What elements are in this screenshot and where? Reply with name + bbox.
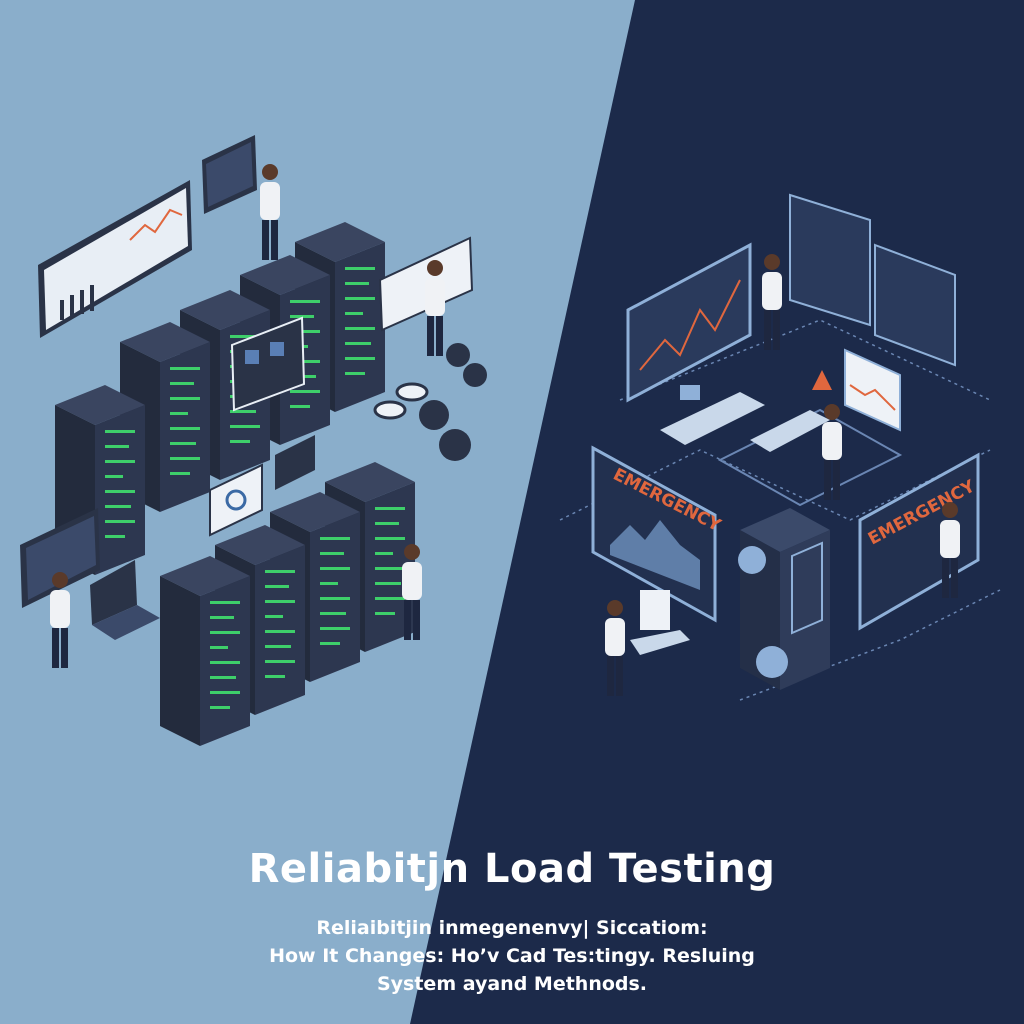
right-server-tower [738, 508, 830, 690]
warning-icon [812, 370, 832, 390]
left-small-monitor [202, 135, 257, 214]
gears-icon [373, 343, 487, 461]
small-monitor [630, 590, 690, 655]
central-platform [717, 408, 903, 507]
subtitle-line: System ayand Methnods. [376, 973, 648, 995]
left-overlay-screen [230, 316, 306, 412]
left-dashboard-monitor [38, 180, 192, 338]
server-rack-icon [160, 556, 250, 746]
laptop-icon [90, 560, 160, 640]
subtitle-line: Reliaibitjin inmegenenvy| Siccatiom: [316, 917, 708, 939]
keyboard-icon [660, 392, 765, 445]
right-chart-monitor [626, 242, 752, 403]
floating-widgets [209, 435, 315, 537]
left-bottom-monitor [20, 508, 100, 608]
right-top-screens [789, 193, 956, 367]
subtitle-line: How It Changes: Ho’v Cad Tes:tingy. Resl… [269, 945, 755, 967]
right-mid-monitor [844, 348, 901, 432]
page-title: Reliabitjn Load Testing [248, 846, 776, 892]
